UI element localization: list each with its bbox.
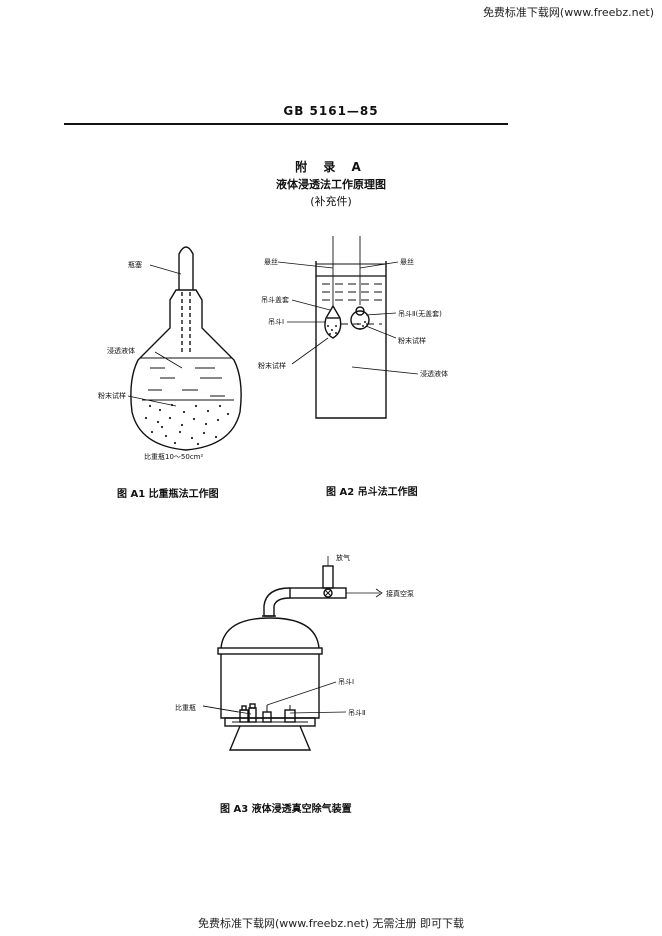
caption-figure-a3: 图 A3 液体浸透真空除气装置 [220, 804, 352, 815]
bucket-powder-dots [327, 321, 366, 335]
vacuum-apparatus-drawing [217, 565, 347, 751]
label-bucket-2-a3: 吊斗Ⅱ [348, 709, 366, 717]
caption-figure-a2: 图 A2 吊斗法工作图 [326, 487, 418, 498]
label-bucket-1-a3: 吊斗Ⅰ [338, 678, 355, 686]
label-powder-left-a2: 粉末试样 [258, 362, 286, 370]
bottom-watermark: 免费标准下载网(www.freebz.net) 无需注册 即可下载 [197, 917, 465, 930]
a2-leader-lines [277, 261, 419, 375]
label-powder-a1: 粉末试样 [98, 392, 126, 400]
label-powder-right-a2: 粉末试样 [398, 337, 426, 345]
label-vent: 放气 [336, 554, 350, 562]
a3-leader-lines [202, 556, 383, 715]
appendix-subtitle: 液体浸透法工作原理图 [276, 178, 386, 191]
label-vacuum-pump: 接真空泵 [386, 590, 414, 598]
caption-figure-a1: 图 A1 比重瓶法工作图 [117, 489, 219, 500]
label-bucket-1-a2: 吊斗Ⅰ [268, 318, 285, 326]
label-bucket-lid: 吊斗盖套 [261, 296, 289, 304]
header-rule [64, 123, 508, 125]
label-pycnometers-a3: 比重瓶 [175, 704, 196, 712]
appendix-note: (补充件) [310, 195, 352, 208]
a1-leader-lines [127, 264, 183, 407]
label-liquid-a2: 浸透液体 [420, 370, 448, 378]
pycnometer-drawing [130, 246, 242, 451]
bucket-method-drawing [315, 236, 387, 419]
label-wire-right: 悬丝 [400, 258, 414, 266]
pycnometer-powder-dots [144, 403, 230, 446]
label-liquid-a1: 浸透液体 [107, 347, 135, 355]
standard-code: GB 5161—85 [283, 104, 379, 118]
label-stopper: 瓶塞 [128, 261, 142, 269]
top-watermark: 免费标准下载网(www.freebz.net) [482, 6, 654, 19]
label-wire-left: 悬丝 [264, 258, 278, 266]
appendix-title: 附 录 A [295, 160, 367, 174]
label-bucket-2-a2: 吊斗Ⅱ(无盖套) [398, 310, 442, 318]
label-pycnometer-volume: 比重瓶10～50cm² [144, 453, 204, 461]
